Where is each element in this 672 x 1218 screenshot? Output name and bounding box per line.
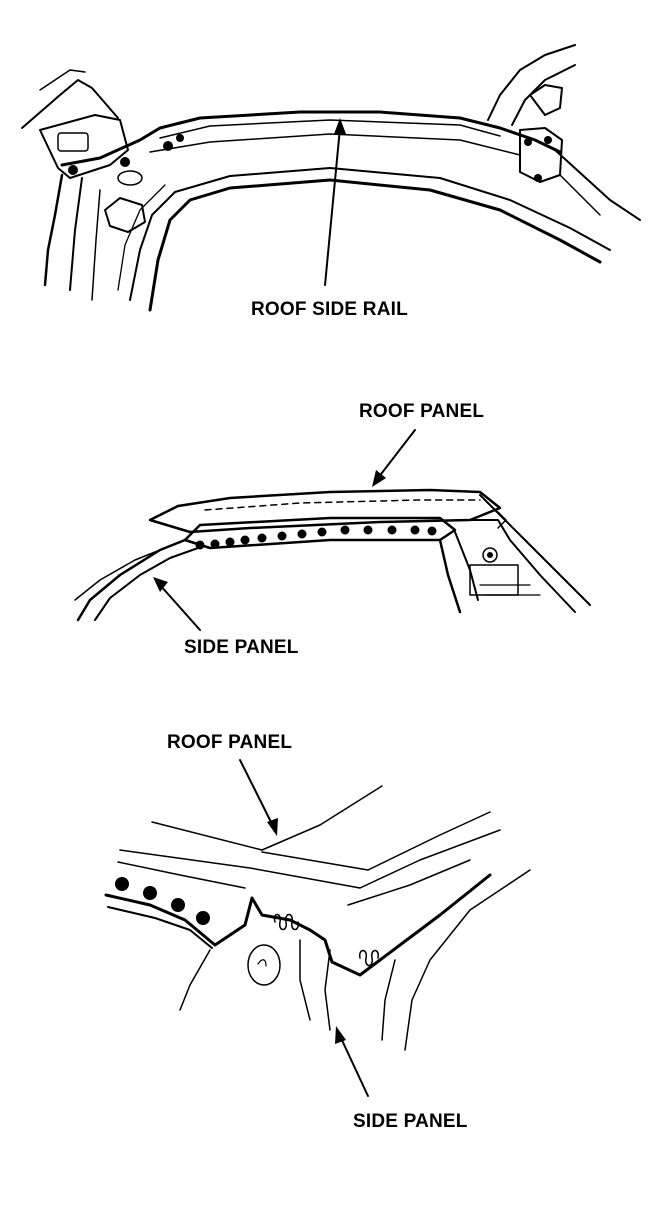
side-panel-label-figure-2: SIDE PANEL (184, 637, 299, 658)
roof-panel-label-figure-3: ROOF PANEL (167, 732, 293, 753)
roof-panel-label-figure-2: ROOF PANEL (359, 401, 485, 422)
figure-1-roof-side-rail-drawing (21, 44, 641, 312)
figure-3-section-detail-drawing (104, 759, 531, 1097)
figure-2-roof-to-side-panel-drawing (74, 429, 591, 631)
side-panel-label-figure-3: SIDE PANEL (353, 1111, 468, 1132)
spot-welds-figure-3 (115, 877, 210, 925)
roof-side-rail-label: ROOF SIDE RAIL (251, 299, 408, 320)
spot-welds-figure-2 (195, 525, 437, 550)
